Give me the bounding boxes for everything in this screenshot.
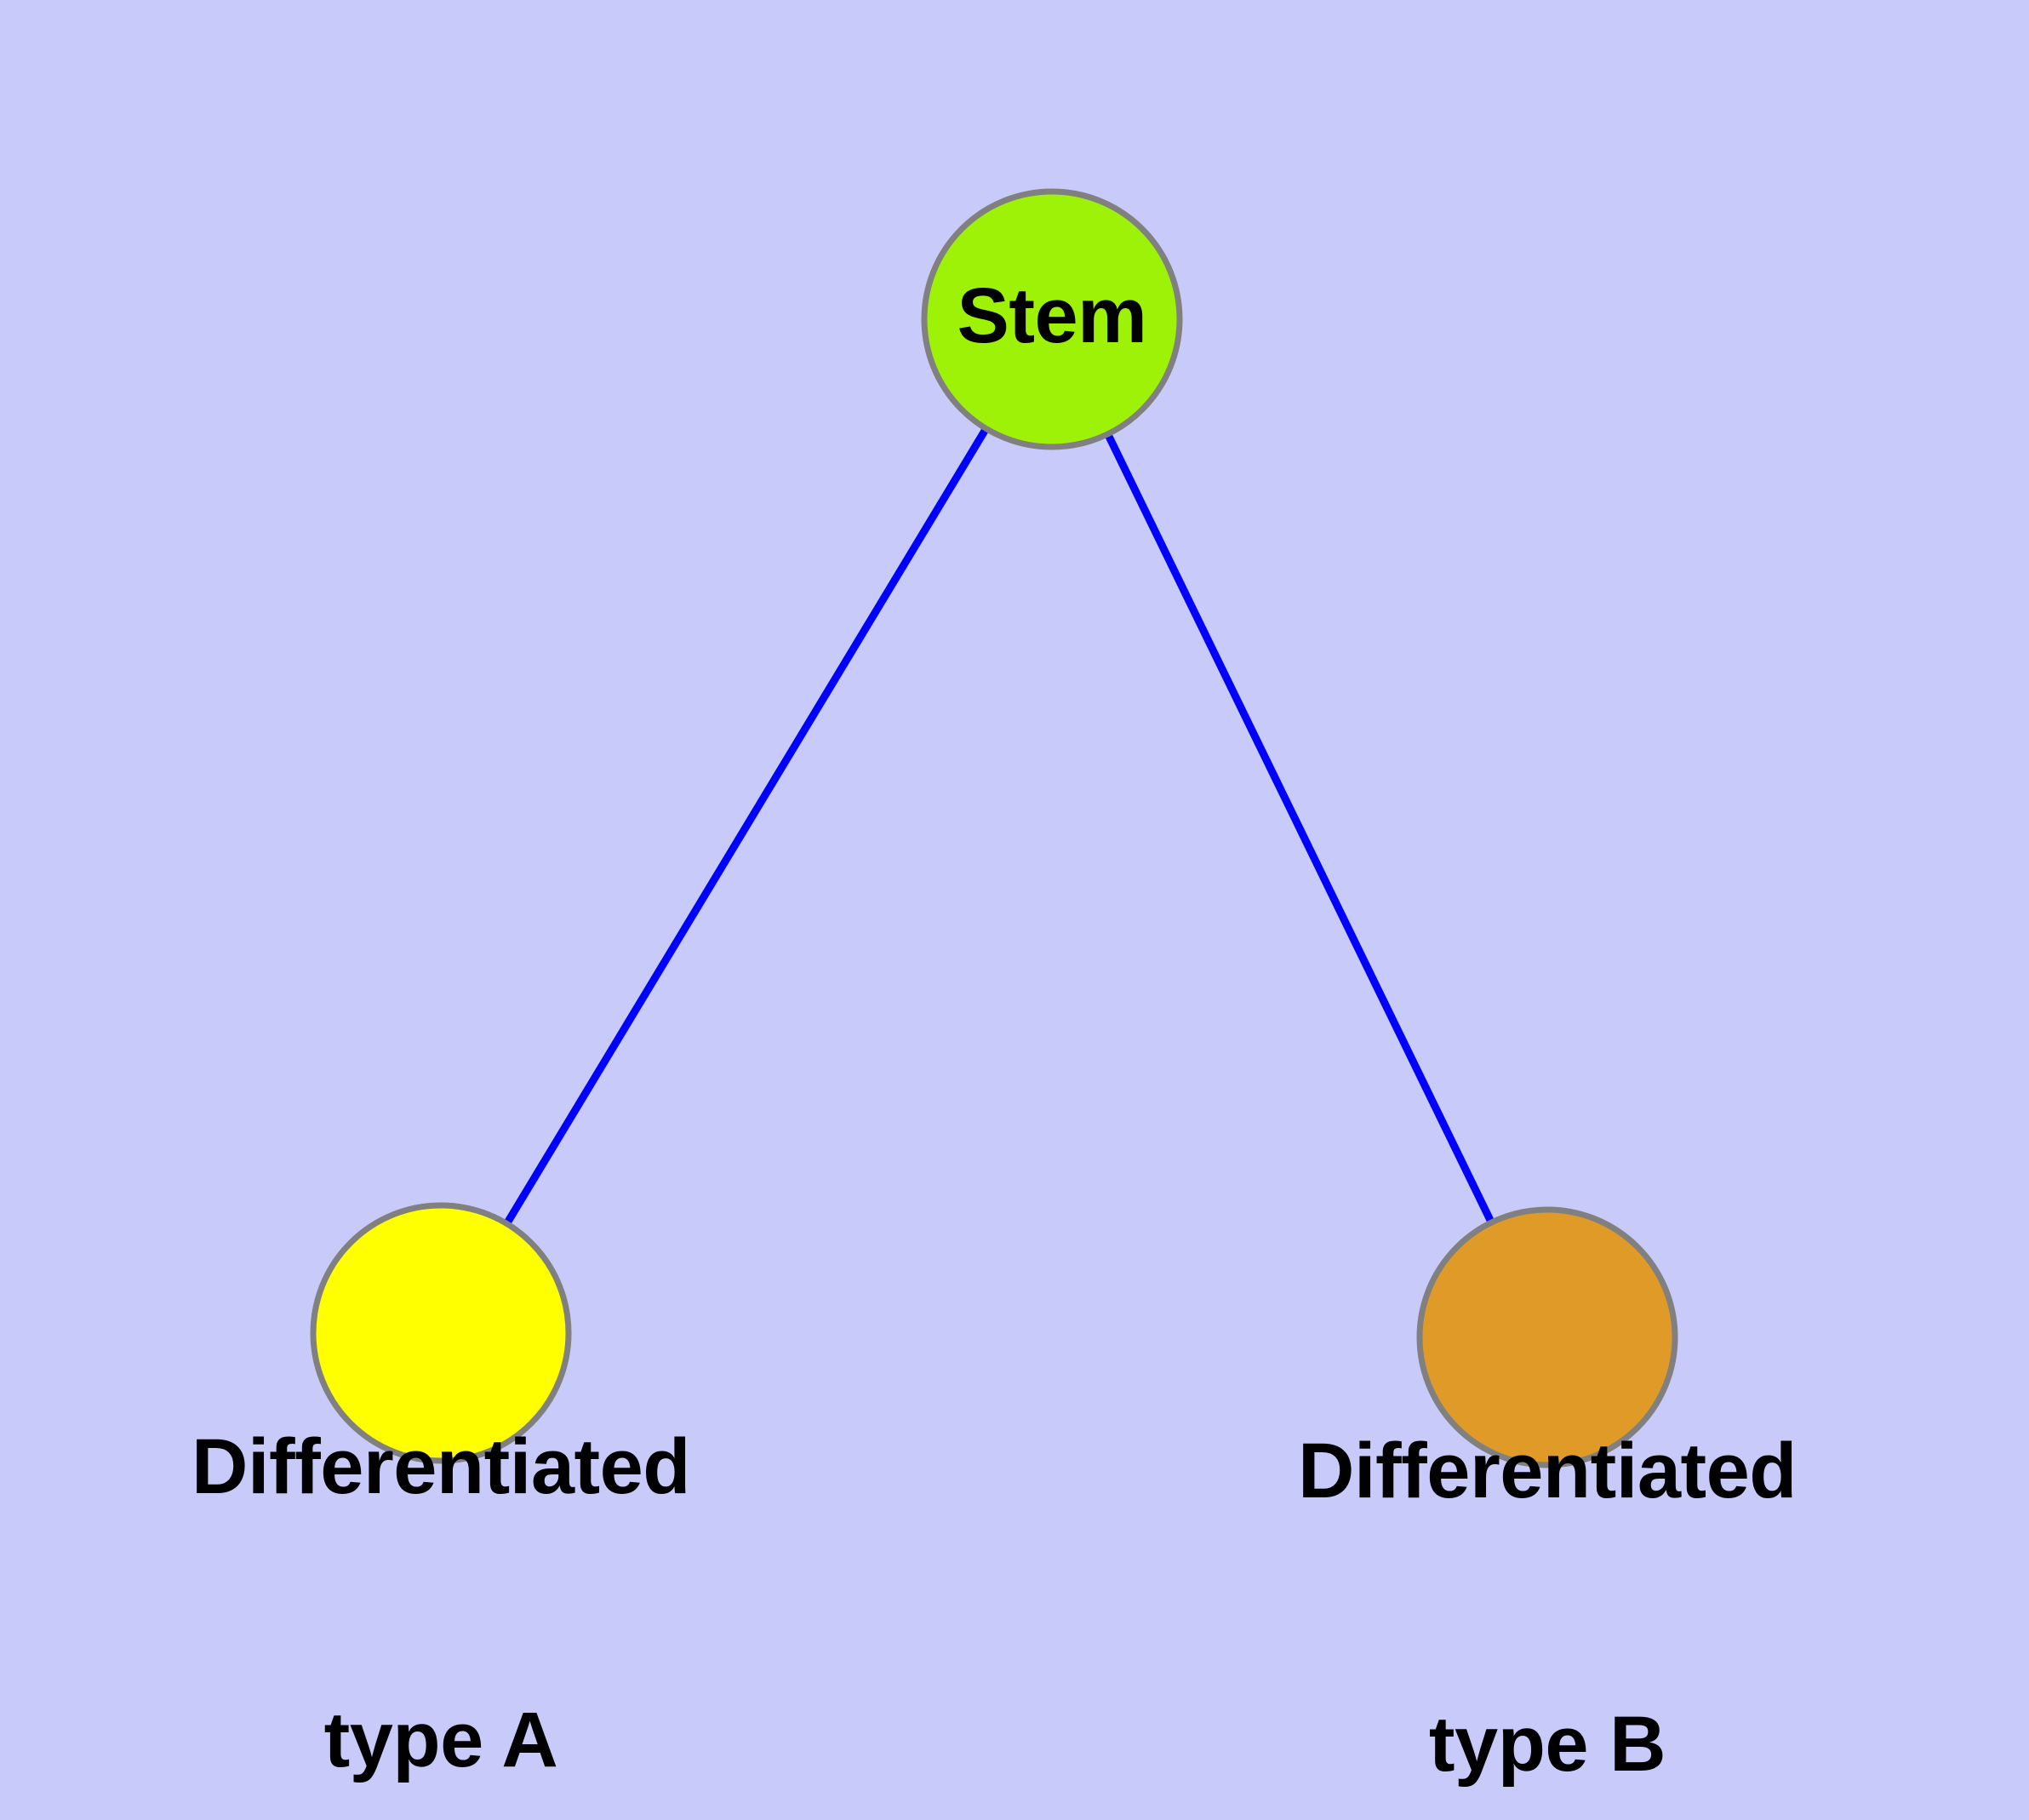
node-layer bbox=[310, 188, 1678, 1468]
edge-stem-to-differentiated-type-a[interactable] bbox=[501, 423, 992, 1229]
node-stem-circle[interactable] bbox=[921, 188, 1183, 450]
edge-stem-to-differentiated-type-b[interactable] bbox=[1102, 429, 1497, 1228]
node-differentiated-type-b-circle[interactable] bbox=[1416, 1206, 1678, 1468]
node-differentiated-type-a-circle[interactable] bbox=[310, 1202, 572, 1464]
edge-layer bbox=[501, 423, 1497, 1229]
